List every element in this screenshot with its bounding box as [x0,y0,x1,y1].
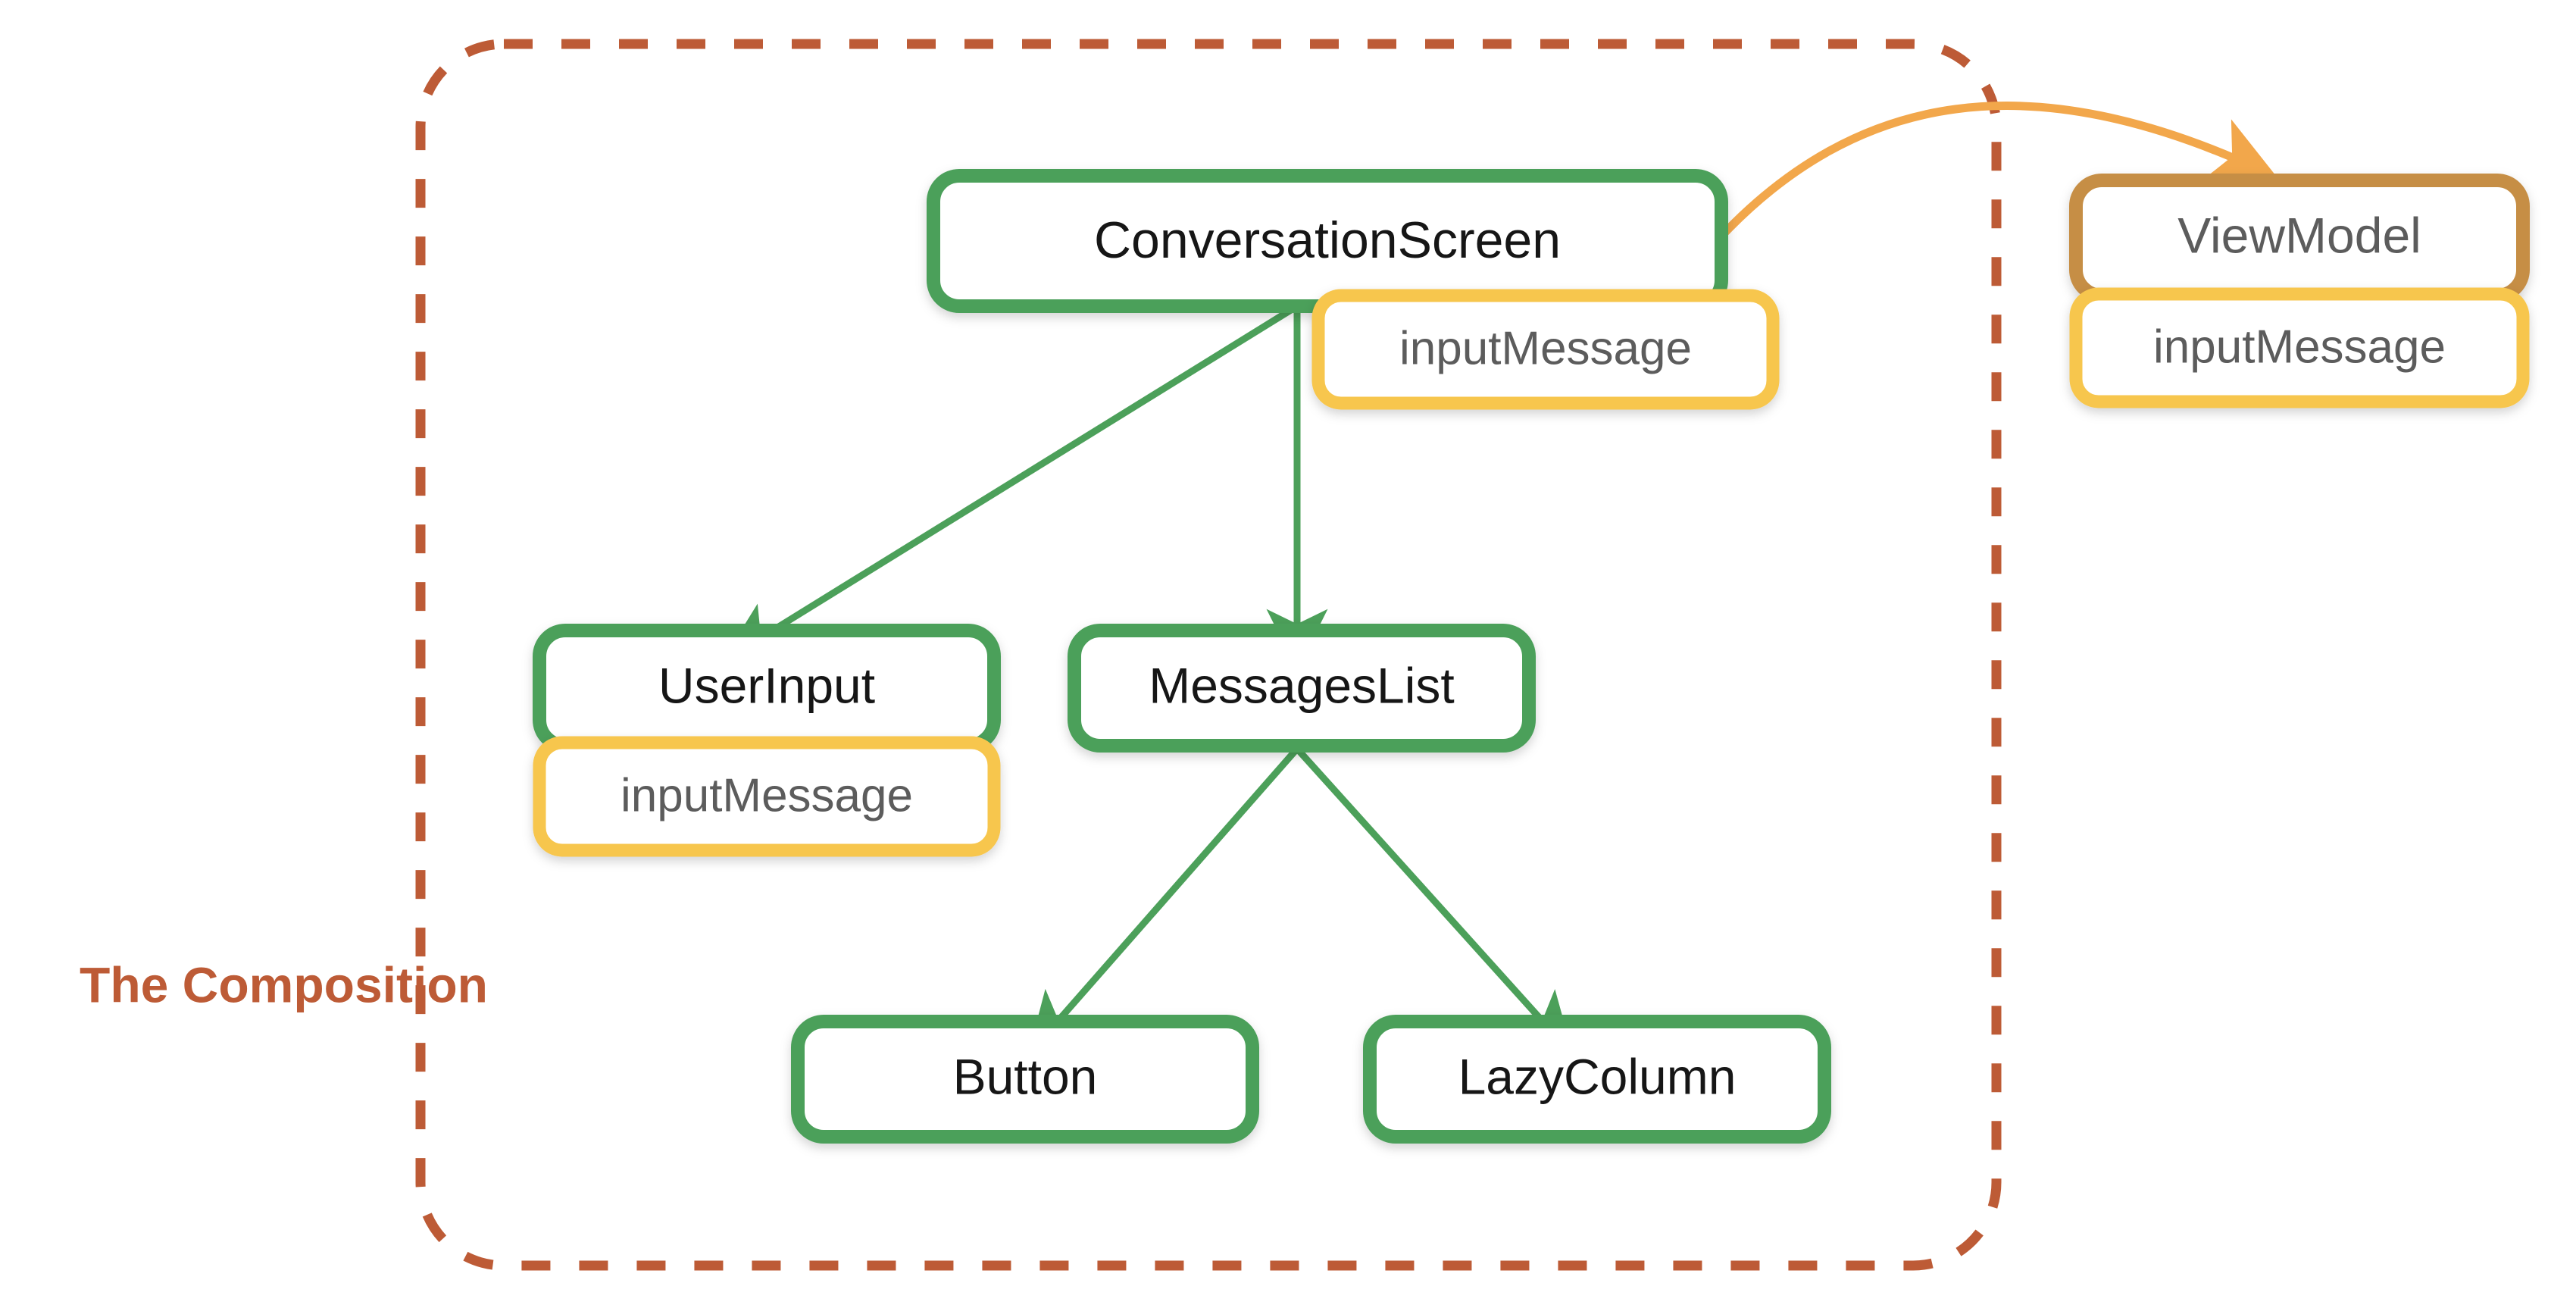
edge-messageslist-to-button [1027,746,1300,1056]
node-lazy-column-box[interactable] [1363,1015,1831,1144]
node-lazy-column[interactable]: LazyColumn [1363,1015,1831,1144]
node-conversation-screen-state-label: inputMessage [1399,322,1692,374]
node-user-input-state-box[interactable] [533,736,1001,857]
node-conversation-screen[interactable]: ConversationScreen [927,169,1728,313]
node-user-input[interactable]: UserInput [533,624,1001,753]
node-lazy-column-label: LazyColumn [1458,1048,1737,1104]
node-user-input-state-label: inputMessage [621,769,913,821]
node-view-model-state[interactable]: inputMessage [2069,287,2530,408]
node-button-label: Button [953,1048,1098,1104]
node-button[interactable]: Button [791,1015,1259,1144]
node-user-input-label: UserInput [658,657,875,713]
composition-boundary [415,39,2002,1271]
node-user-input-state[interactable]: inputMessage [533,736,1001,857]
node-conversation-screen-label: ConversationScreen [1094,211,1561,269]
node-messages-list-box[interactable] [1068,624,1536,753]
node-view-model-state-box[interactable] [2069,287,2530,408]
node-view-model-state-label: inputMessage [2153,321,2446,373]
node-conversation-screen-state-box[interactable] [1311,289,1780,410]
node-conversation-screen-state[interactable]: inputMessage [1311,289,1780,410]
node-messages-list[interactable]: MessagesList [1068,624,1536,753]
edge-messageslist-to-lazycolumn [1294,746,1574,1056]
node-view-model-label: ViewModel [2177,207,2421,263]
node-view-model[interactable]: ViewModel [2069,174,2530,302]
composition-boundary-label: The Composition [80,956,488,1012]
node-button-box[interactable] [791,1015,1259,1144]
node-messages-list-label: MessagesList [1149,657,1455,713]
edge-conversationscreen-to-userinput [721,303,1299,662]
edge-conversationscreen-to-viewmodel [1712,102,2277,246]
